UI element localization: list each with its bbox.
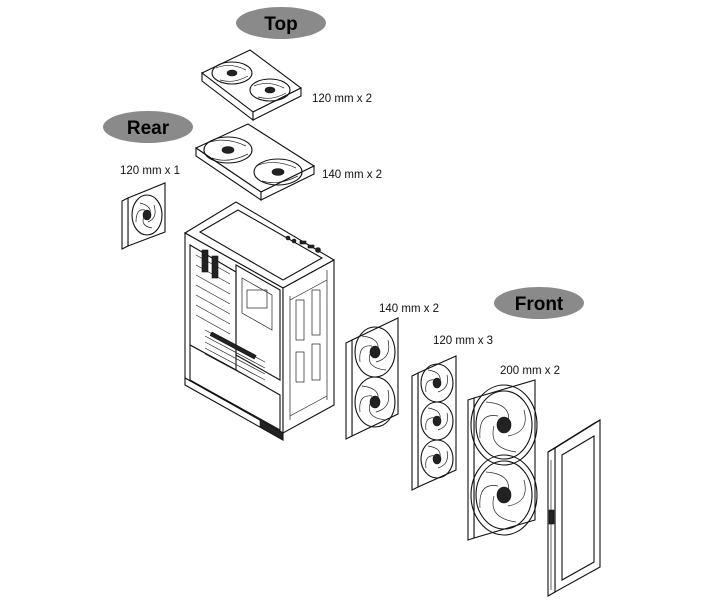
top-fan-120-pair [200,49,303,122]
pc-case [183,201,336,441]
top-section-title: Top [264,14,297,35]
rear-fan-120 [121,182,166,250]
front-fans-120-label: 120 mm x 3 [433,335,493,347]
top-fan-140-pair [194,123,316,202]
top-section-tag: Top [236,7,326,39]
front-fans-200-label: 200 mm x 2 [500,365,560,377]
front-fan-200-pair [467,379,538,541]
rear-section-title: Rear [127,118,170,139]
front-section-tag: Front [494,287,584,319]
top-fans-alt-label: 140 mm x 2 [322,169,382,181]
front-panel-cover [547,419,601,597]
rear-fan-label: 120 mm x 1 [120,165,180,177]
front-section-title: Front [515,294,564,315]
rear-section-tag: Rear [103,111,193,143]
front-fan-140-pair [345,317,399,440]
top-fans-label: 120 mm x 2 [312,93,372,105]
front-fans-140-label: 140 mm x 2 [379,303,439,315]
front-fan-120-triple [411,355,457,491]
